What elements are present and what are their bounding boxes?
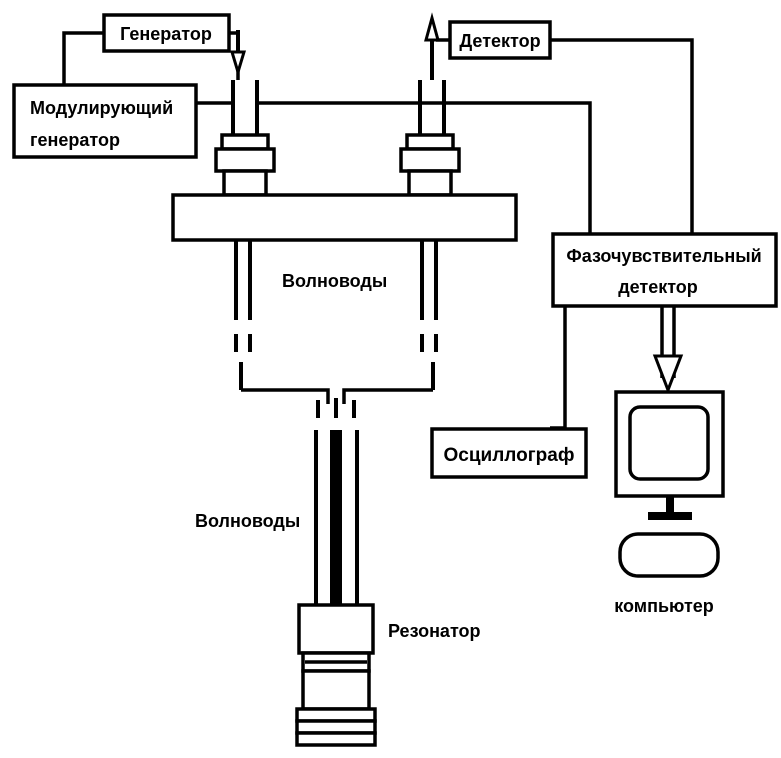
- generator-arrow-down: [229, 30, 247, 78]
- computer-icon: [614, 390, 725, 578]
- modulating-generator-label-line1: Модулирующий: [30, 98, 173, 118]
- left-flange: [214, 80, 276, 197]
- waveguide-lower: [314, 430, 359, 605]
- waveguide-right-upper: [420, 240, 438, 390]
- phase-sensitive-detector-block: Фазочувствительный детектор: [551, 232, 778, 308]
- waveguides-top-label: Волноводы: [282, 271, 387, 291]
- phase-detector-label-line2: детектор: [618, 277, 698, 297]
- modulating-generator-block: Модулирующий генератор: [12, 83, 198, 159]
- generator-block: Генератор: [102, 13, 231, 53]
- computer-label: компьютер: [614, 596, 714, 616]
- resonator-label: Резонатор: [388, 621, 481, 641]
- detector-block: Детектор: [448, 20, 552, 60]
- detector-to-phase-detector-wire: [550, 38, 694, 234]
- modulating-generator-label-line2: генератор: [30, 130, 120, 150]
- reference-signal-wire: [257, 101, 592, 234]
- computer-arrow-down: [652, 306, 684, 395]
- mounting-plate: [171, 193, 518, 242]
- resonator: [295, 603, 377, 747]
- waveguide-junction: [241, 388, 433, 418]
- waveguides-bottom-label: Волноводы: [195, 511, 300, 531]
- oscilloscope-block: Осциллограф: [430, 427, 588, 479]
- oscilloscope-label: Осциллограф: [444, 445, 575, 466]
- detector-arrow-up: [424, 12, 450, 80]
- phase-detector-label-line1: Фазочувствительный: [566, 246, 761, 266]
- waveguide-left-upper: [234, 240, 252, 390]
- generator-label: Генератор: [120, 24, 212, 44]
- phase-detector-to-oscilloscope-wire: [550, 306, 567, 430]
- right-flange: [399, 80, 461, 197]
- detector-label: Детектор: [459, 31, 540, 51]
